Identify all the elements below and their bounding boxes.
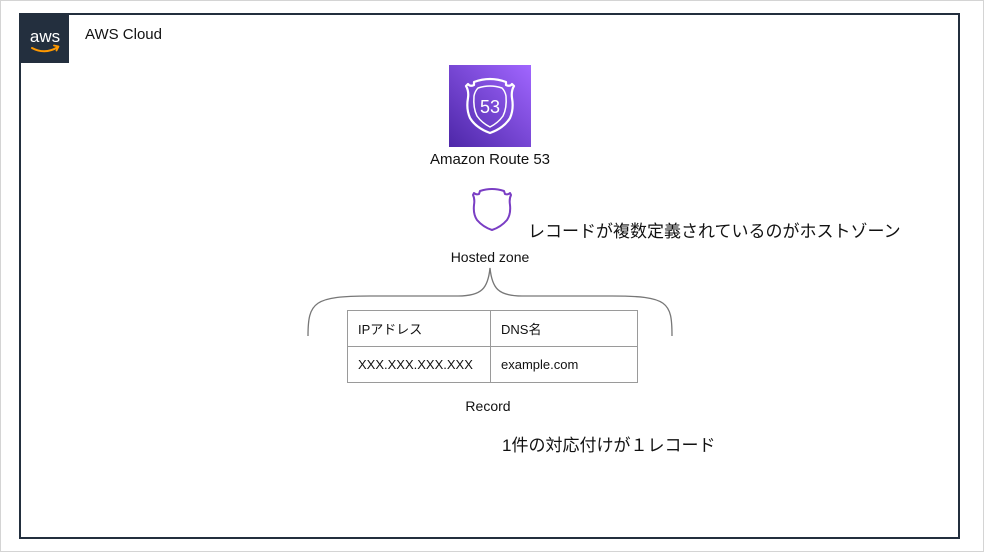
aws-cloud-group [19, 13, 960, 539]
aws-logo-text: aws [30, 27, 60, 46]
ip-address-cell: XXX.XXX.XXX.XXX [347, 346, 491, 383]
record-annotation: 1件の対応付けが１レコード [502, 436, 716, 455]
table-row: XXX.XXX.XXX.XXX example.com [347, 346, 638, 383]
table-header-row: IPアドレス DNS名 [347, 310, 638, 347]
record-label: Record [465, 398, 511, 414]
service-label: Amazon Route 53 [429, 151, 551, 168]
cloud-title: AWS Cloud [85, 26, 162, 43]
grouping-brace [307, 267, 673, 337]
dns-name-cell: example.com [490, 346, 638, 383]
aws-logo-icon: aws [21, 15, 69, 63]
hosted-zone-icon [470, 187, 514, 231]
route53-icon: 53 [449, 65, 531, 147]
hosted-zone-label: Hosted zone [450, 249, 530, 265]
route53-icon-text: 53 [480, 97, 500, 117]
ip-address-header: IPアドレス [347, 310, 491, 347]
record-table: IPアドレス DNS名 XXX.XXX.XXX.XXX example.com [347, 310, 638, 383]
dns-name-header: DNS名 [490, 310, 638, 347]
hosted-zone-annotation: レコードが複数定義されているのがホストゾーン [528, 222, 901, 241]
